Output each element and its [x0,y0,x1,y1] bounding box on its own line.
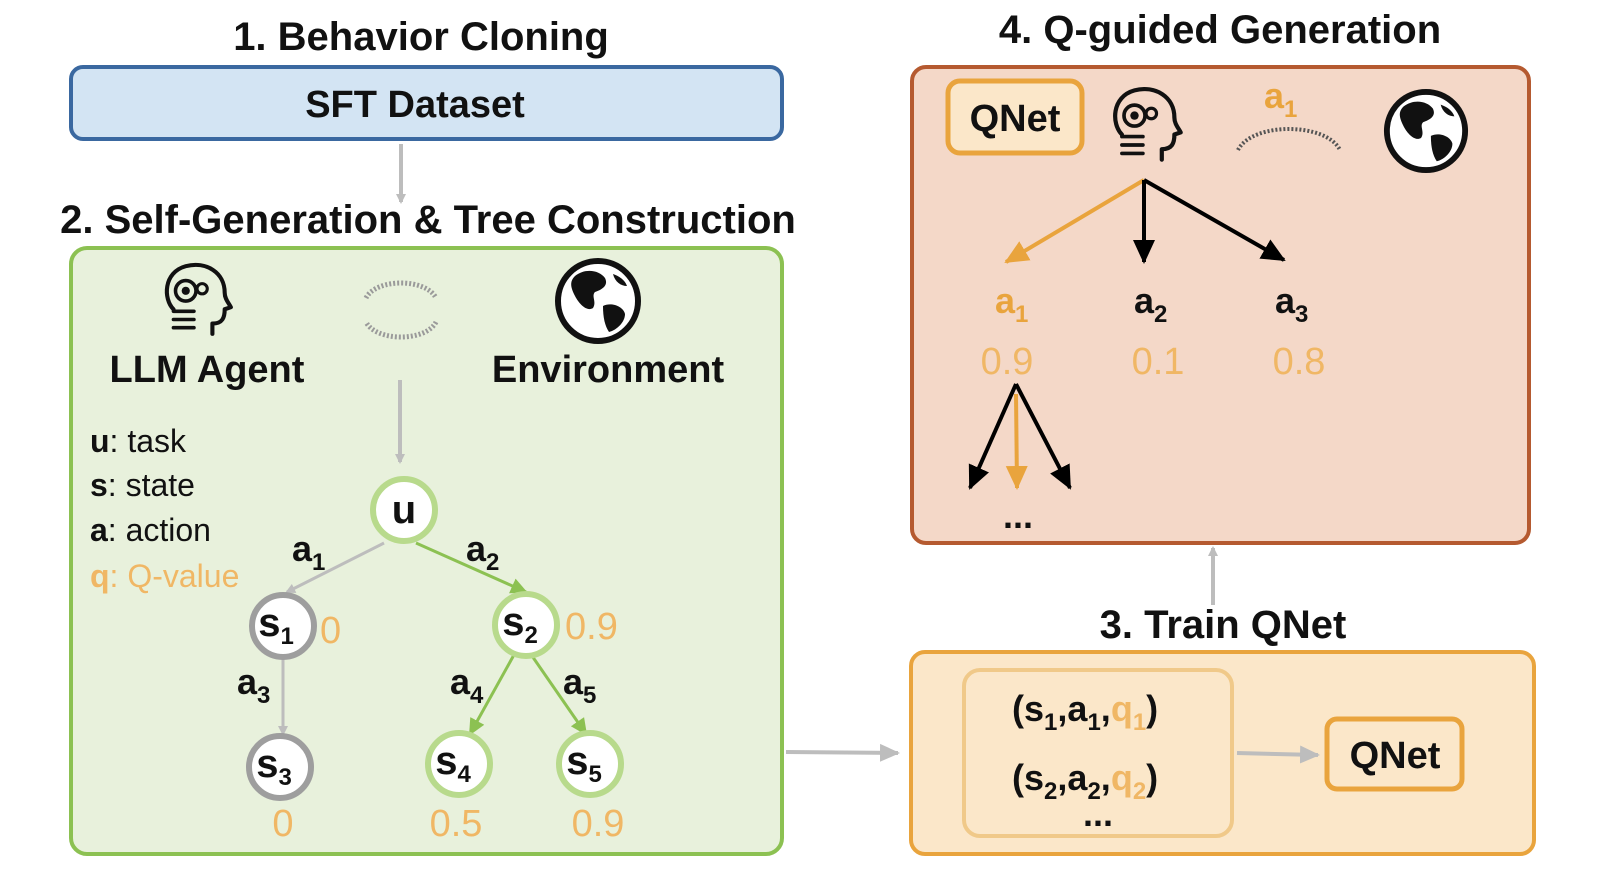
tq-ellipsis: ... [1083,793,1113,834]
sg-title: 2. Self-Generation & Tree Construction [60,198,796,242]
edge-label-a4: a4 [450,661,484,709]
tq-pair-1: (s1,a1,q1) [1012,688,1158,736]
tree-node-root [370,476,438,544]
tree-node-s4-label: s4 [435,739,471,788]
tree-node-s2-qvalue: 0.9 [565,606,618,648]
tree-node-s3-qvalue: 0 [272,803,293,845]
tree-node-s5-qvalue: 0.9 [572,803,625,845]
tree-node-s3 [246,733,314,801]
sft-dataset-box [69,65,784,141]
tree-node-s3-label: s3 [256,742,292,791]
qg-ellipsis: ... [1003,495,1033,536]
qg-qvalue-a2: 0.1 [1132,341,1185,383]
tree-node-s1-label: s1 [258,601,294,650]
qg-arrow-a3 [1143,178,1286,262]
tree-node-s2-label: s2 [502,600,538,649]
qg-qnet-label: QNet [970,98,1061,140]
tree-node-s1-qvalue: 0 [320,610,341,652]
tree-node-s1 [249,592,317,660]
qg-qnet-box [945,78,1085,156]
edge-s2-s4 [468,652,517,736]
qg-qvalue-a3: 0.8 [1273,341,1326,383]
edge-u-s2 [415,541,528,594]
edge-label-a1: a1 [292,528,325,576]
sft-dataset-label: SFT Dataset [305,84,525,126]
qg-title: 4. Q-guided Generation [999,8,1441,52]
legend-item-action: a: action [90,512,211,548]
tq-pair-2: (s2,a2,q2) [1012,757,1158,805]
legend-item-task: u: task [90,423,187,459]
legend-item-qvalue: q: Q-value [90,558,239,594]
qg-arrow-a1 [1004,178,1146,264]
signal-arc-icon [1236,127,1342,152]
qg-action-a1: a1 [995,280,1028,328]
edge-label-a2: a2 [466,528,499,576]
tq-qnet-box [1324,716,1465,792]
tree-node-s4-qvalue: 0.5 [430,803,483,845]
qg-subarrow-right [1014,383,1072,490]
sg-to-tq-arrow [785,743,900,762]
edge-label-a3: a3 [237,661,270,709]
legend-item-state: s: state [90,467,195,503]
legend: u: task s: state a: action q: Q-value [90,423,239,594]
tree-node-root-label: u [392,488,416,532]
edge-u-s1 [285,541,385,594]
tq-title: 3. Train QNet [1100,603,1347,647]
qg-chosen-action: a1 [1264,75,1297,123]
qg-action-a2: a2 [1134,280,1167,328]
sg-box [69,246,784,856]
tq-qnet-label: QNet [1350,735,1441,777]
qg-subarrow-left [968,383,1018,490]
tree-node-s5 [556,730,624,798]
environment-label: Environment [492,349,725,391]
environment-globe-icon [558,261,638,341]
qg-qvalue-a1: 0.9 [981,341,1034,383]
tq-pairs-box [962,668,1234,838]
cycle-arrows-icon [363,280,439,340]
edge-label-a5: a5 [563,661,596,709]
edge-s2-s5 [528,652,588,736]
tree-node-s4 [425,730,493,798]
qg-action-a3: a3 [1275,280,1308,328]
bc-title: 1. Behavior Cloning [233,15,609,59]
tree-node-s2 [492,591,560,659]
qg-subarrow-middle [1005,393,1028,490]
llm-agent-label: LLM Agent [110,349,305,391]
pairs-to-qnet-arrow [1236,745,1320,764]
tree-node-s5-label: s5 [566,739,602,788]
qg-box [910,65,1531,545]
qg-environment-globe-icon [1387,92,1465,170]
